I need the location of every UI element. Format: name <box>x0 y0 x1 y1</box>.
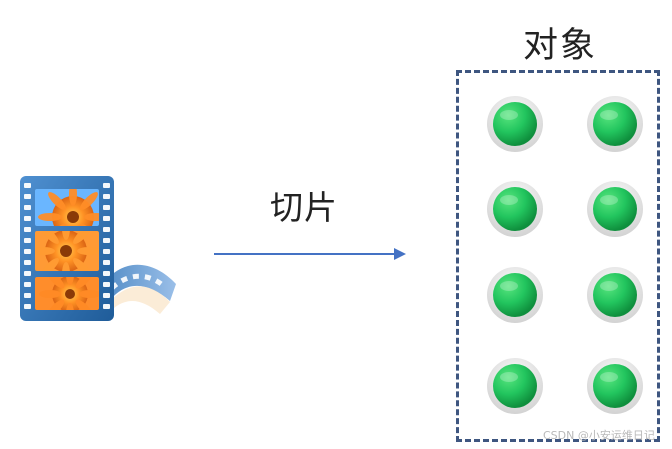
green-circle-icon <box>587 358 643 414</box>
green-circle-icon <box>487 358 543 414</box>
watermark: CSDN @小安运维日记 <box>543 429 655 442</box>
green-circle-icon <box>587 96 643 152</box>
green-circle-icon <box>487 267 543 323</box>
green-circle-icon <box>587 181 643 237</box>
objects-title: 对象 <box>523 26 598 66</box>
slice-arrow <box>212 244 408 264</box>
objects-container <box>456 70 660 442</box>
film-reel-icon <box>10 176 180 321</box>
green-circle-icon <box>587 267 643 323</box>
green-circle-icon <box>487 96 543 152</box>
slice-label: 切片 <box>270 188 338 227</box>
green-circle-icon <box>487 181 543 237</box>
